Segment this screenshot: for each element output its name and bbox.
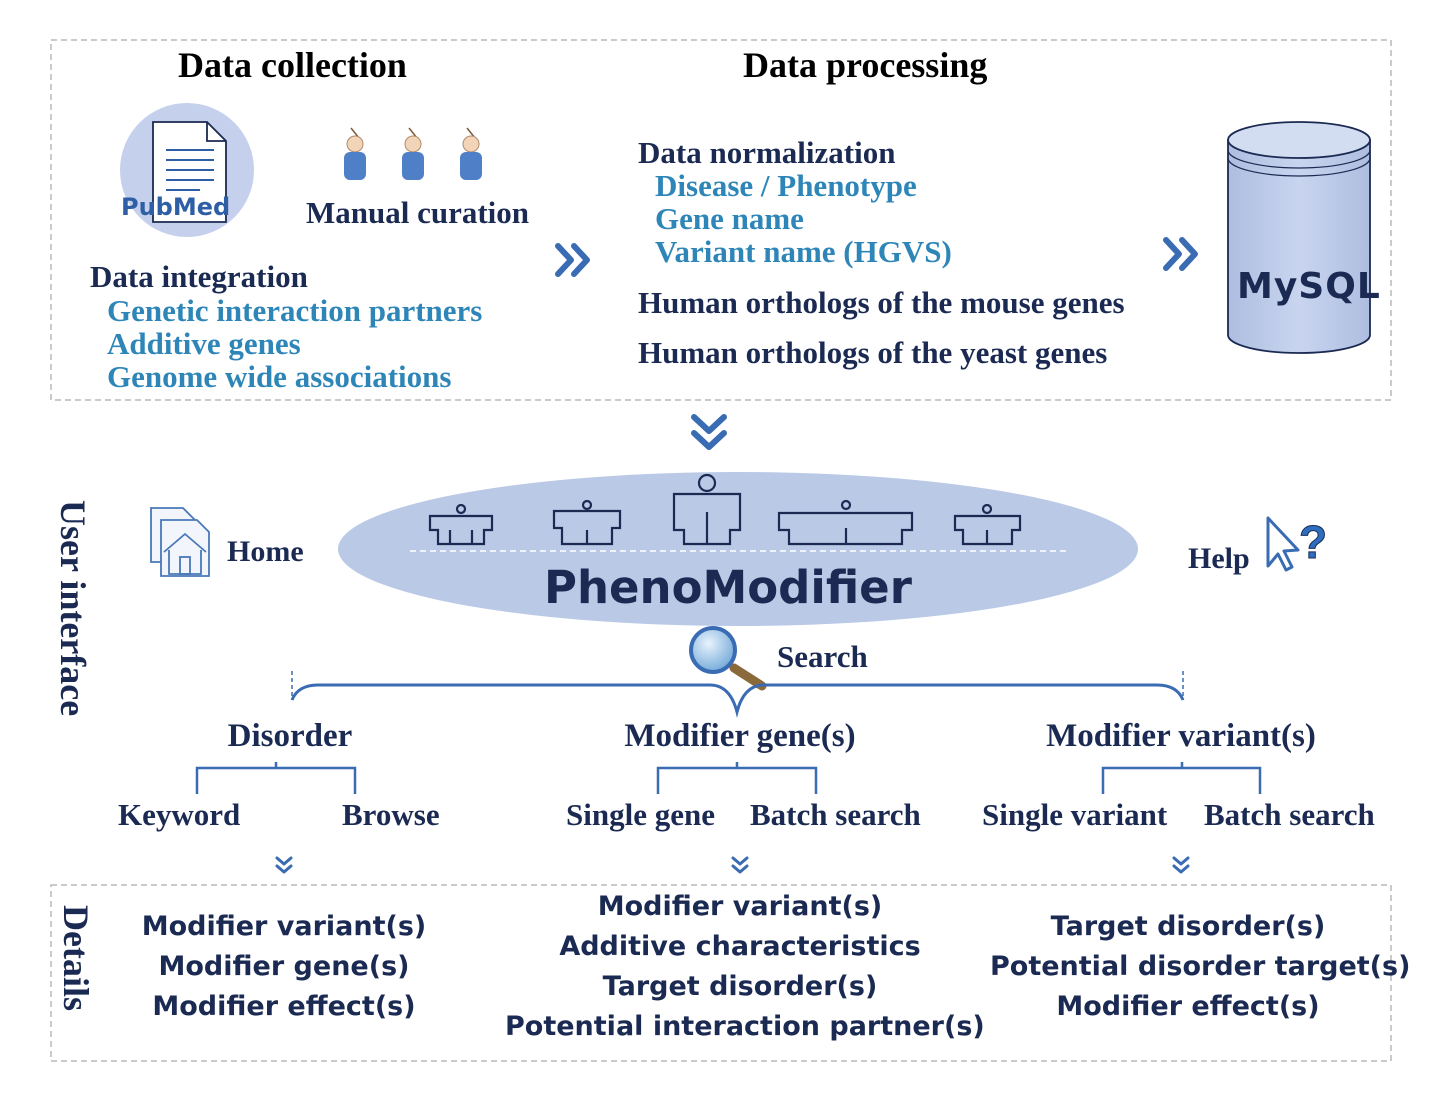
- detail-item: Modifier variant(s): [141, 911, 427, 942]
- home-link[interactable]: Home: [227, 535, 304, 568]
- integration-item: Genetic interaction partners: [107, 293, 483, 328]
- pubmed-logo-left: Pub: [121, 193, 173, 221]
- curator-icon: [344, 127, 482, 180]
- question-mark-icon: ?: [1299, 516, 1327, 568]
- detail-item: Potential interaction partner(s): [505, 1011, 985, 1042]
- detail-item: Additive characteristics: [559, 931, 921, 962]
- detail-item: Target disorder(s): [602, 971, 878, 1002]
- home-icon: [150, 507, 210, 577]
- brand-name: PhenoModifier: [544, 561, 912, 614]
- category-brackets: [195, 762, 1262, 794]
- collection-title: Data collection: [178, 45, 407, 85]
- option-browse[interactable]: Browse: [342, 797, 440, 832]
- detail-item: Modifier gene(s): [158, 951, 410, 982]
- phenomodifier-logo: [338, 472, 1138, 626]
- integration-heading: Data integration: [90, 259, 308, 294]
- normalization-item: Gene name: [655, 201, 804, 236]
- help-link[interactable]: Help: [1188, 542, 1250, 575]
- details-column-disorder: Modifier variant(s) Modifier gene(s) Mod…: [104, 907, 464, 1027]
- normalization-item: Variant name (HGVS): [655, 234, 952, 269]
- double-chevron-right-icon: [1163, 237, 1198, 271]
- orthologs-mouse: Human orthologs of the mouse genes: [638, 285, 1125, 320]
- normalization-heading: Data normalization: [638, 135, 896, 170]
- database-icon: [1227, 121, 1371, 354]
- user-interface-label: User interface: [53, 500, 93, 717]
- category-modifier-gene[interactable]: Modifier gene(s): [624, 718, 856, 754]
- category-disorder[interactable]: Disorder: [227, 718, 353, 754]
- processing-title: Data processing: [743, 45, 988, 85]
- pubmed-document-icon: [120, 103, 254, 237]
- database-label: MySQL: [1237, 266, 1381, 307]
- normalization-item: Disease / Phenotype: [655, 168, 917, 203]
- details-label: Details: [56, 905, 96, 1011]
- integration-item: Additive genes: [107, 326, 301, 361]
- option-single-gene[interactable]: Single gene: [566, 797, 715, 832]
- integration-item: Genome wide associations: [107, 359, 452, 394]
- category-modifier-variant[interactable]: Modifier variant(s): [1046, 718, 1316, 754]
- option-single-variant[interactable]: Single variant: [982, 797, 1168, 832]
- detail-item: Modifier variant(s): [597, 891, 883, 922]
- detail-item: Modifier effect(s): [152, 991, 416, 1022]
- manual-curation-label: Manual curation: [306, 195, 530, 230]
- details-column-variant: Target disorder(s) Potential disorder ta…: [990, 907, 1411, 1027]
- pubmed-logo-right: Med: [172, 193, 231, 221]
- detail-item: Modifier effect(s): [1056, 991, 1320, 1022]
- option-batch-search-variant[interactable]: Batch search: [1204, 797, 1375, 832]
- double-chevron-right-icon: [555, 243, 590, 277]
- detail-item: Target disorder(s): [1050, 911, 1326, 942]
- search-magnifier-icon: [689, 626, 767, 691]
- detail-item: Potential disorder target(s): [990, 951, 1411, 982]
- search-brace: [290, 671, 1185, 718]
- orthologs-yeast: Human orthologs of the yeast genes: [638, 335, 1108, 370]
- double-chevron-down-icon: [691, 414, 727, 450]
- help-cursor-icon: [1266, 516, 1300, 572]
- details-box: [50, 884, 1392, 1062]
- small-chevron-down-icon: [275, 856, 1190, 874]
- search-label[interactable]: Search: [777, 639, 868, 674]
- collection-processing-box: [50, 39, 1392, 401]
- details-column-gene: Modifier variant(s) Additive characteris…: [505, 887, 985, 1047]
- option-keyword[interactable]: Keyword: [118, 797, 241, 832]
- option-batch-search-gene[interactable]: Batch search: [750, 797, 921, 832]
- pubmed-logo: PubMed: [121, 193, 230, 221]
